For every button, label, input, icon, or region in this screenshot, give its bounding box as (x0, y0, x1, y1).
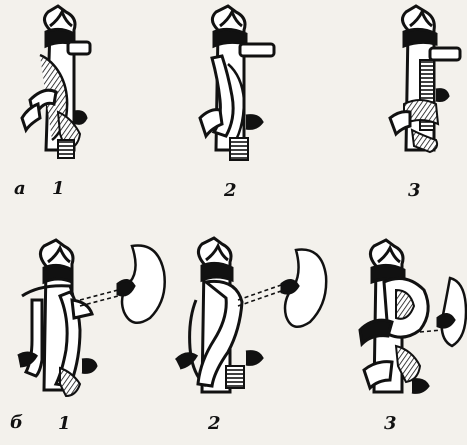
figure-b2 (176, 238, 326, 392)
figure-b3 (360, 240, 466, 392)
figure-number-a1: 1 (52, 180, 65, 198)
figure-a3 (390, 6, 460, 152)
figure-b1 (18, 240, 165, 396)
figure-number-a2: 2 (224, 182, 237, 200)
figure-number-b1: 1 (58, 415, 71, 433)
row-label-a: а (14, 180, 26, 198)
row-label-b: б (10, 414, 23, 432)
figure-a1 (22, 6, 90, 158)
figure-number-a3: 3 (408, 182, 421, 200)
figure-a2 (200, 6, 274, 160)
figure-number-b2: 2 (208, 415, 221, 433)
figure-number-b3: 3 (384, 415, 397, 433)
